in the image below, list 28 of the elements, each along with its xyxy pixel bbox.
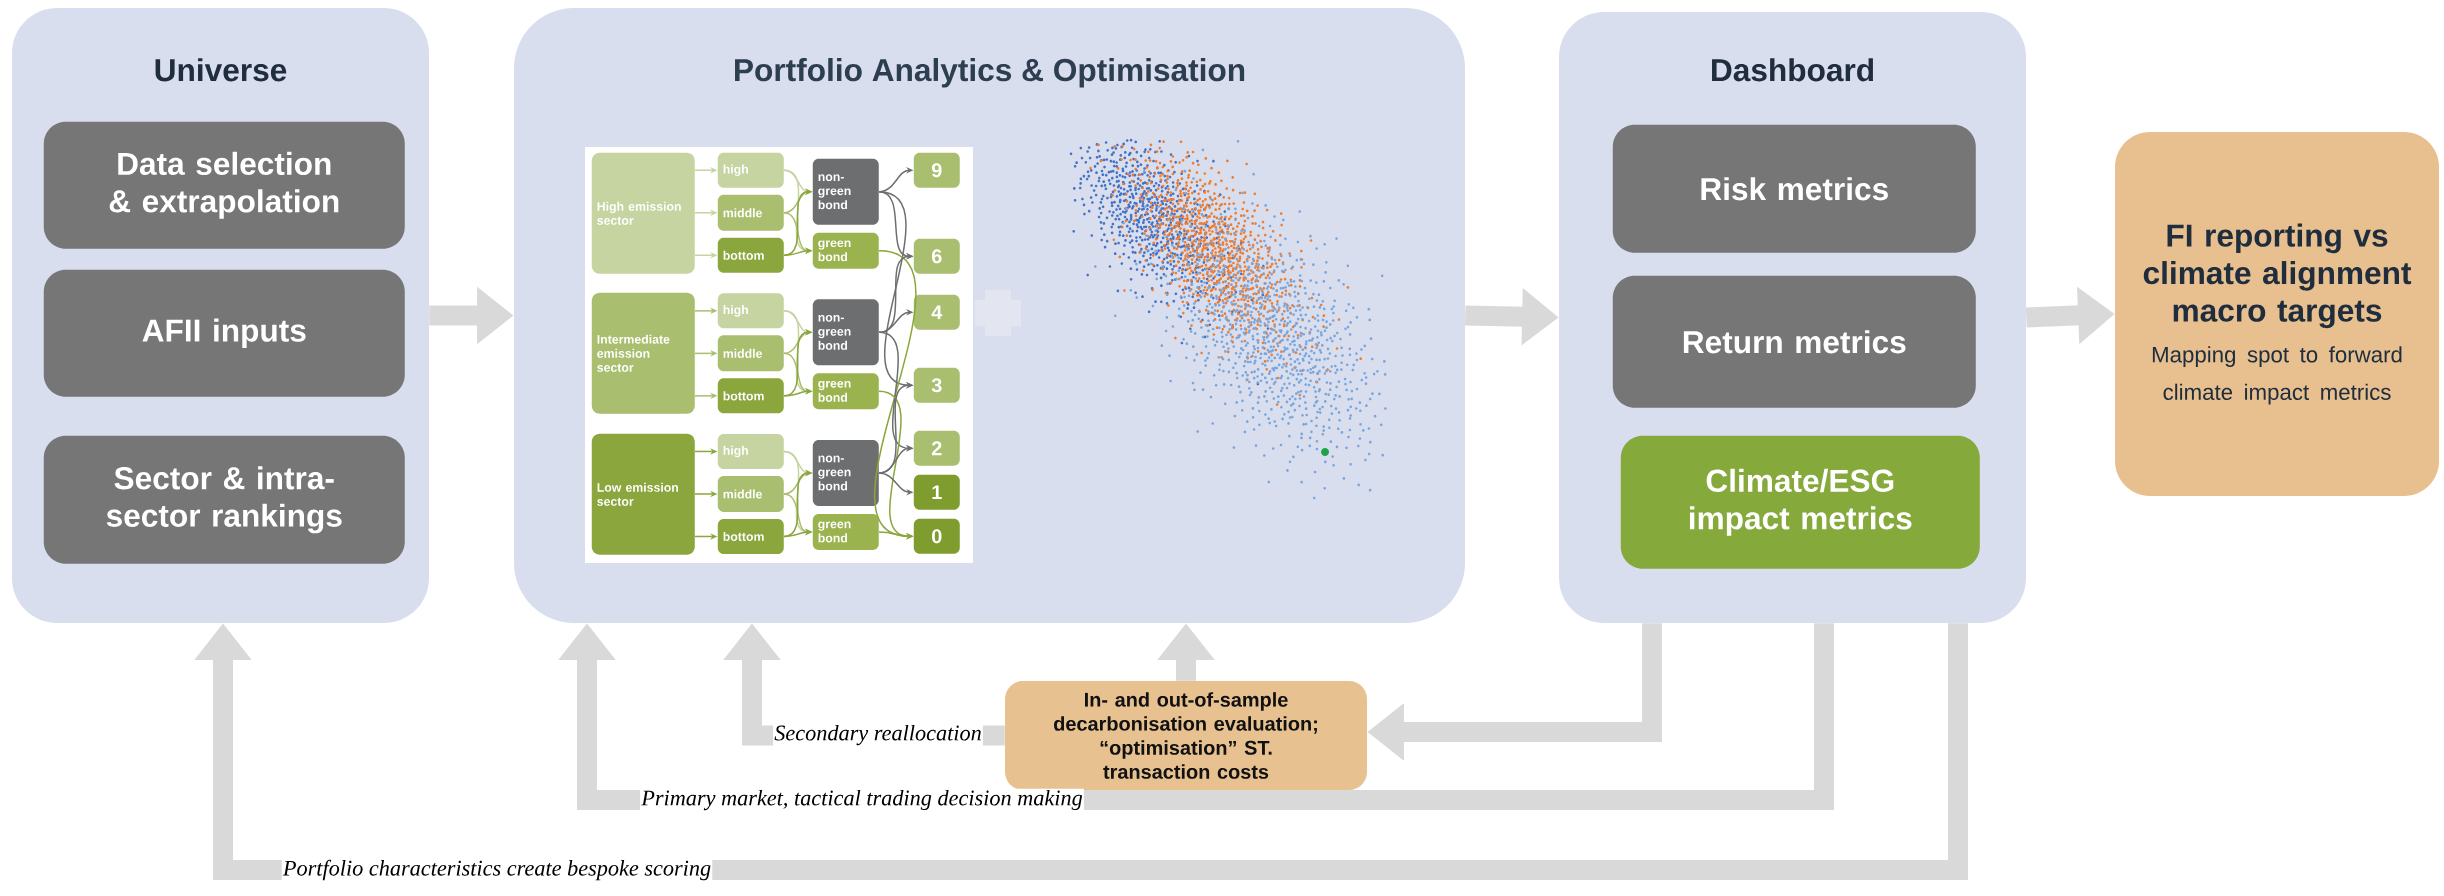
tier-box: high <box>717 152 784 188</box>
sector-box: Low emission sector <box>591 433 695 555</box>
sector-box: High emission sector <box>591 152 695 274</box>
tier-box: high <box>717 293 784 329</box>
bond-box: non-green bond <box>812 439 879 506</box>
tier-box: middle <box>717 335 784 372</box>
metric-box: Return metrics <box>1612 275 1976 408</box>
bond-box: non-green bond <box>812 158 879 225</box>
tier-box: high <box>717 433 784 469</box>
metric-box: Risk metrics <box>1612 124 1976 253</box>
edge-label: Portfolio characteristics create bespoke scoring <box>281 858 713 882</box>
output-box: FI reporting vs climate alignment macro targets Mapping spot to forward climate impact metrics <box>2115 132 2440 496</box>
process-box: Data selection & extrapolation <box>43 121 405 249</box>
tier-box: middle <box>717 194 784 231</box>
bond-box: green bond <box>812 232 879 269</box>
bond-box: green bond <box>812 513 879 550</box>
tier-box: middle <box>717 475 784 512</box>
edge-label: Primary market, tactical trading decision making <box>640 788 1084 812</box>
tier-box: bottom <box>717 378 784 414</box>
sector-box: Intermediate emission sector <box>591 292 695 414</box>
process-box: Sector & intra-sector rankings <box>43 435 405 564</box>
bond-box: non-green bond <box>812 299 879 366</box>
process-box: AFII inputs <box>43 269 405 397</box>
tier-box: bottom <box>717 237 784 273</box>
tier-box: bottom <box>717 518 784 554</box>
evaluation-box: In- and out-of-sample decarbonisation evaluation; “optimisation” ST. transaction costs <box>1005 681 1367 790</box>
bond-box: green bond <box>812 373 879 410</box>
metric-box: Climate/ESG impact metrics <box>1620 435 1980 569</box>
